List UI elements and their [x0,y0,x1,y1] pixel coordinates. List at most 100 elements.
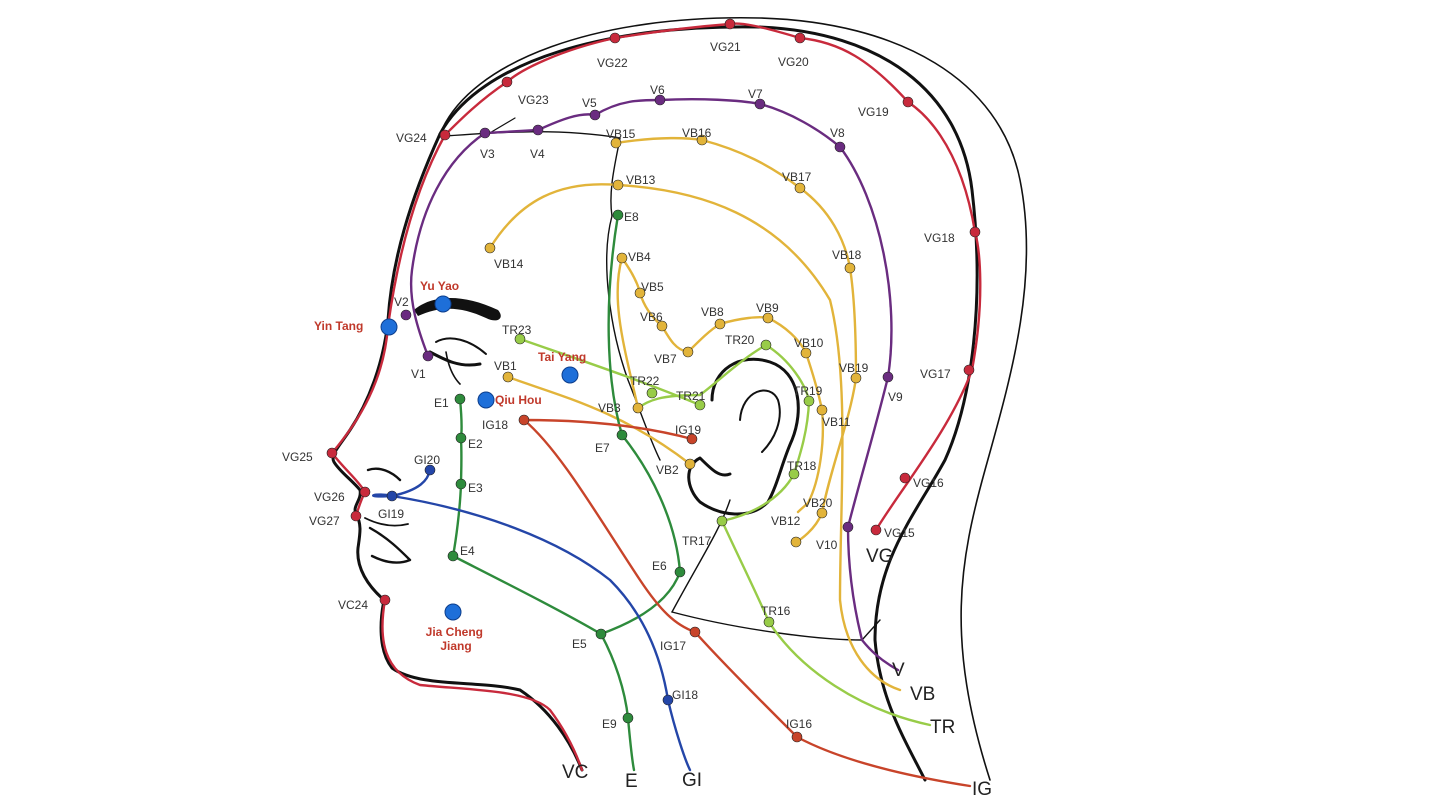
acupoint-v7 [754,98,766,110]
acupoint-label-vg27: VG27 [309,514,340,528]
acupoint-label-vg19: VG19 [858,105,889,119]
acupoint-e5 [595,628,607,640]
acupoint-v10 [842,521,854,533]
acupoint-vb20 [816,507,828,519]
acupoint-ig17 [689,626,701,638]
acupoint-e9 [622,712,634,724]
meridian-line-tr [518,337,932,727]
acupoint-vb12 [790,536,802,548]
extra-point-yin-tang [380,318,398,336]
acupoint-ig18 [518,414,530,426]
acupoint-gi18 [662,694,674,706]
meridian-line-ig [520,418,972,788]
acupoint-vb17 [794,182,806,194]
acupoint-label-tr19: TR19 [793,384,823,398]
acupoint-vg26 [359,486,371,498]
acupoint-label-e1: E1 [434,396,449,410]
acupoint-vg22 [609,32,621,44]
acupoint-e2 [455,432,467,444]
acupoint-label-e9: E9 [602,717,617,731]
acupoint-label-tr16: TR16 [761,604,791,618]
acupoint-v4 [532,124,544,136]
acupoint-label-v5: V5 [582,96,597,110]
acupoint-label-v10: V10 [816,538,838,552]
extra-points: Yin Tang Yu Yao Tai Yang Qiu Hou Jia Che… [314,279,586,653]
acupoint-label-tr17: TR17 [682,534,712,548]
acupoint-vb1 [502,371,514,383]
acupoint-v6 [654,94,666,106]
acupoint-label-gi19: GI19 [378,507,404,521]
acupoint-label-vb19: VB19 [839,361,869,375]
acupoint-tr19 [803,395,815,407]
meridian-line-vb-mid [616,256,825,514]
acupoint-label-vg16: VG16 [913,476,944,490]
acupoint-gi19 [386,490,398,502]
acupoint-vg18 [969,226,981,238]
acupoint-vb19 [850,372,862,384]
acupoint-label-vg18: VG18 [924,231,955,245]
meridian-label-gi: GI [682,770,702,791]
acupoint-label-vb20: VB20 [803,496,833,510]
acupoint-label-v7: V7 [748,87,763,101]
acupoint-vg24 [439,129,451,141]
acupoint-tr22 [646,387,658,399]
extra-point-jia-cheng-jiang [444,603,462,621]
acupoint-vb4 [616,252,628,264]
acupoint-label-vb11: VB11 [822,415,851,429]
acupoint-vg19 [902,96,914,108]
acupoint-label-vg20: VG20 [778,55,809,69]
acupoint-label-ig17: IG17 [660,639,686,653]
acupoint-vb10 [800,347,812,359]
acupoint-label-vb12: VB12 [771,514,801,528]
extra-point-label-tai-yang: Tai Yang [538,350,586,364]
acupoint-e6 [674,566,686,578]
acupoint-vb18 [844,262,856,274]
acupoint-label-vb17: VB17 [782,170,812,184]
acupoint-vb13 [612,179,624,191]
meridian-line-gi [372,468,692,772]
meridian-end-labels: VG VC V VB TR E GI IG [562,546,992,800]
meridian-line-vg [330,22,982,532]
acupoint-label-vb5: VB5 [641,280,664,294]
acupoint-vg23 [501,76,513,88]
meridian-label-vg: VG [866,546,893,567]
acupoint-label-vb2: VB2 [656,463,679,477]
acupoint-vb8 [714,318,726,330]
acupoint-e7 [616,429,628,441]
acupoint-vg15 [870,524,882,536]
acupoint-label-v1: V1 [411,367,426,381]
acupoint-gi20 [424,464,436,476]
acupoint-label-vg26: VG26 [314,490,345,504]
acupoint-vg17 [963,364,975,376]
acupoint-vb16 [696,134,708,146]
acupoint-label-vg23: VG23 [518,93,549,107]
acupoint-label-vg17: VG17 [920,367,951,381]
acupoint-label-e4: E4 [460,544,475,558]
acupoint-v8 [834,141,846,153]
acupoint-label-vb9: VB9 [756,301,779,315]
acupoint-label-gi18: GI18 [672,688,698,702]
acupoint-v1 [422,350,434,362]
acupoint-tr23 [514,333,526,345]
acupoint-label-e5: E5 [572,637,587,651]
extra-point-yu-yao [434,295,452,313]
acupoint-label-vb7: VB7 [654,352,677,366]
acupoint-label-vb16: VB16 [682,126,712,140]
extra-point-tai-yang [561,366,579,384]
acupoint-label-ig18: IG18 [482,418,508,432]
acupoint-e8 [612,209,624,221]
acupoint-vb14 [484,242,496,254]
meridian-label-vc: VC [562,762,588,783]
acupoint-label-vb10: VB10 [794,336,824,350]
extra-point-qiu-hou [477,391,495,409]
acupoint-vb5 [634,287,646,299]
acupoint-label-v2: V2 [394,295,409,309]
meridian-label-v: V [892,660,905,681]
acupoint-label-vb1: VB1 [494,359,517,373]
acupoint-label-vg15: VG15 [884,526,915,540]
acupoint-v9 [882,371,894,383]
acupoint-label-vb13: VB13 [626,173,656,187]
acupoint-label-tr21: TR21 [676,389,706,403]
acupoint-tr17 [716,515,728,527]
